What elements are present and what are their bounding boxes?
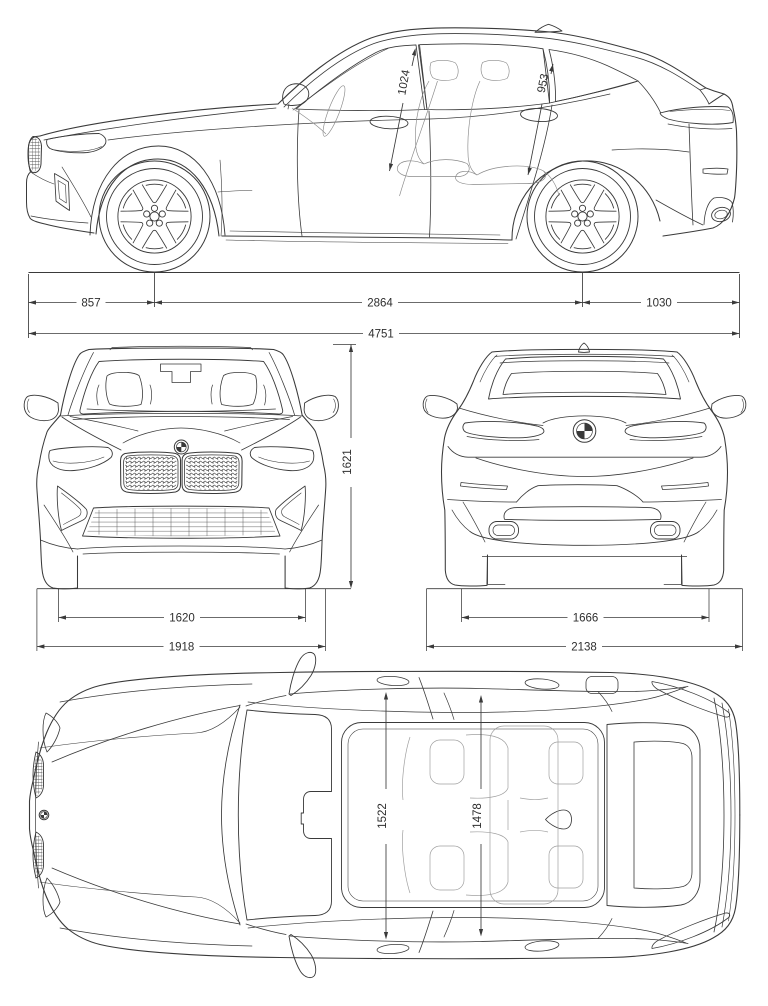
svg-text:953: 953 (536, 73, 552, 94)
svg-text:1522: 1522 (377, 803, 389, 829)
svg-text:1024: 1024 (396, 68, 412, 96)
svg-text:1478: 1478 (472, 803, 484, 829)
svg-text:1030: 1030 (646, 298, 672, 310)
svg-text:1666: 1666 (573, 613, 599, 625)
svg-text:1620: 1620 (169, 613, 195, 625)
svg-text:857: 857 (81, 298, 100, 310)
svg-text:2864: 2864 (367, 298, 393, 310)
svg-text:4751: 4751 (368, 329, 394, 341)
svg-text:1621: 1621 (342, 449, 354, 475)
svg-text:1918: 1918 (169, 642, 195, 654)
svg-text:2138: 2138 (571, 642, 597, 654)
